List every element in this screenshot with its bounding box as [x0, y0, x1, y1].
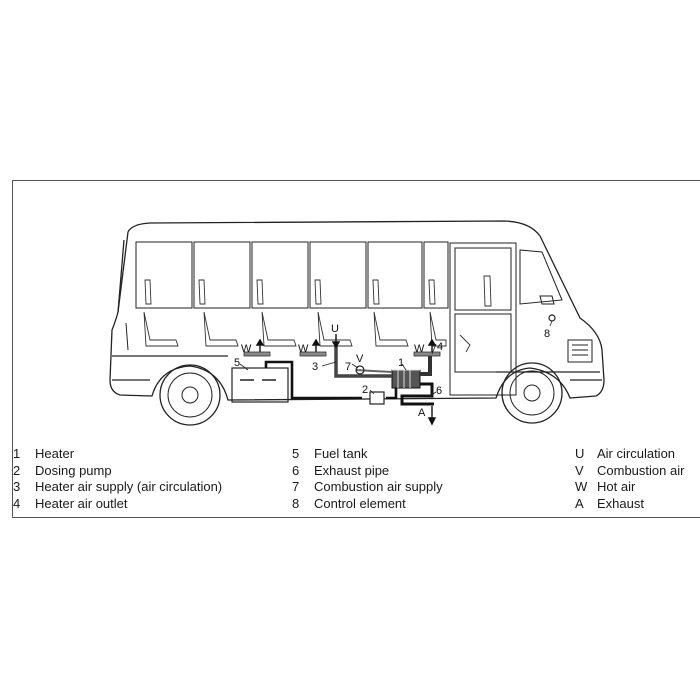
legend-item: A Exhaust — [575, 496, 684, 513]
legend-item: 8 Control element — [292, 496, 443, 513]
legend-text: Heater air outlet — [35, 495, 128, 511]
legend-text: Combustion air supply — [314, 479, 443, 494]
legend-item: 2 Dosing pump — [13, 463, 222, 480]
legend-key: 4 — [13, 495, 21, 511]
heater — [391, 369, 421, 389]
fuel-tank — [231, 367, 289, 403]
callout-4: 4 — [437, 341, 443, 353]
callout-8: 8 — [544, 328, 550, 340]
exhaust-pipe — [400, 382, 434, 406]
legend-text: Heater air supply (air circulation) — [35, 479, 223, 494]
legend-item: V Combustion air — [575, 463, 684, 480]
legend-key: U — [575, 446, 585, 461]
callout-3: 3 — [312, 361, 318, 373]
legend-key: 6 — [292, 462, 300, 478]
combustion-air-inlet — [355, 365, 365, 375]
hot-air-vents — [243, 351, 441, 357]
legend-key: 8 — [292, 495, 300, 511]
legend-item: W Hot air — [575, 479, 684, 496]
legend-item: 4 Heater air outlet — [13, 496, 222, 513]
legend-text: Heater — [35, 446, 75, 461]
fuel-line — [264, 360, 362, 400]
hot-air-duct — [420, 356, 432, 376]
legend-key: 3 — [13, 479, 21, 494]
legend-text: Exhaust pipe — [314, 462, 390, 478]
rear-wheel — [159, 364, 221, 426]
air-circulation-duct — [334, 346, 392, 378]
legend-text: Dosing pump — [35, 462, 112, 478]
callout-w-right: W — [414, 343, 425, 355]
legend-column-components-b: 5 Fuel tank 6 Exhaust pipe 7 Combustion air… — [292, 446, 443, 512]
callout-1: 1 — [398, 357, 404, 369]
legend-text: Control element — [314, 495, 406, 511]
legend-key: A — [575, 495, 584, 511]
callout-w-left: W — [241, 343, 252, 355]
bus-outline — [109, 220, 605, 401]
front-wheel — [501, 362, 563, 424]
legend-text: Exhaust — [597, 495, 644, 511]
bus-windows — [125, 241, 563, 396]
legend-column-components-a: 1 Heater 2 Dosing pump 3 Heater air supply … — [13, 446, 222, 512]
legend-text: Fuel tank — [314, 446, 368, 461]
dosing-pump — [369, 391, 385, 405]
legend-text: Combustion air — [597, 462, 685, 478]
legend-text: Hot air — [597, 479, 636, 494]
legend-item: U Air circulation — [575, 446, 684, 463]
callout-2: 2 — [362, 384, 368, 396]
legend-key: W — [575, 479, 588, 494]
leader-lines — [239, 320, 553, 397]
callout-a: A — [418, 407, 426, 419]
legend-key: 2 — [13, 462, 21, 478]
legend-column-flows: U Air circulation V Combustion air W Hot ai… — [575, 446, 684, 512]
legend-item: 6 Exhaust pipe — [292, 463, 443, 480]
legend-key: 1 — [13, 446, 21, 461]
legend-item: 1 Heater — [13, 446, 222, 463]
legend-item: 7 Combustion air supply — [292, 479, 443, 496]
legend-item: 3 Heater air supply (air circulation) — [13, 479, 222, 496]
bus-front-details — [539, 295, 593, 363]
callout-u: U — [331, 323, 339, 335]
callout-v: V — [356, 353, 364, 365]
legend-item: 5 Fuel tank — [292, 446, 443, 463]
legend-text: Air circulation — [597, 446, 676, 461]
fuel-line-to-heater — [386, 386, 398, 400]
callout-labels: U V W W W A 1 2 3 4 5 6 7 8 — [234, 323, 550, 419]
figure-frame — [12, 180, 700, 518]
callout-5: 5 — [234, 357, 240, 369]
legend-key: 7 — [292, 479, 300, 494]
flow-arrows — [255, 334, 437, 426]
legend-key: V — [575, 462, 584, 478]
legend-key: 5 — [292, 446, 300, 461]
control-element — [548, 314, 556, 322]
callout-6: 6 — [436, 385, 442, 397]
callout-7: 7 — [345, 361, 351, 373]
bus-seats — [143, 275, 492, 353]
combustion-air-pipe — [355, 369, 393, 373]
callout-w-mid: W — [298, 343, 309, 355]
